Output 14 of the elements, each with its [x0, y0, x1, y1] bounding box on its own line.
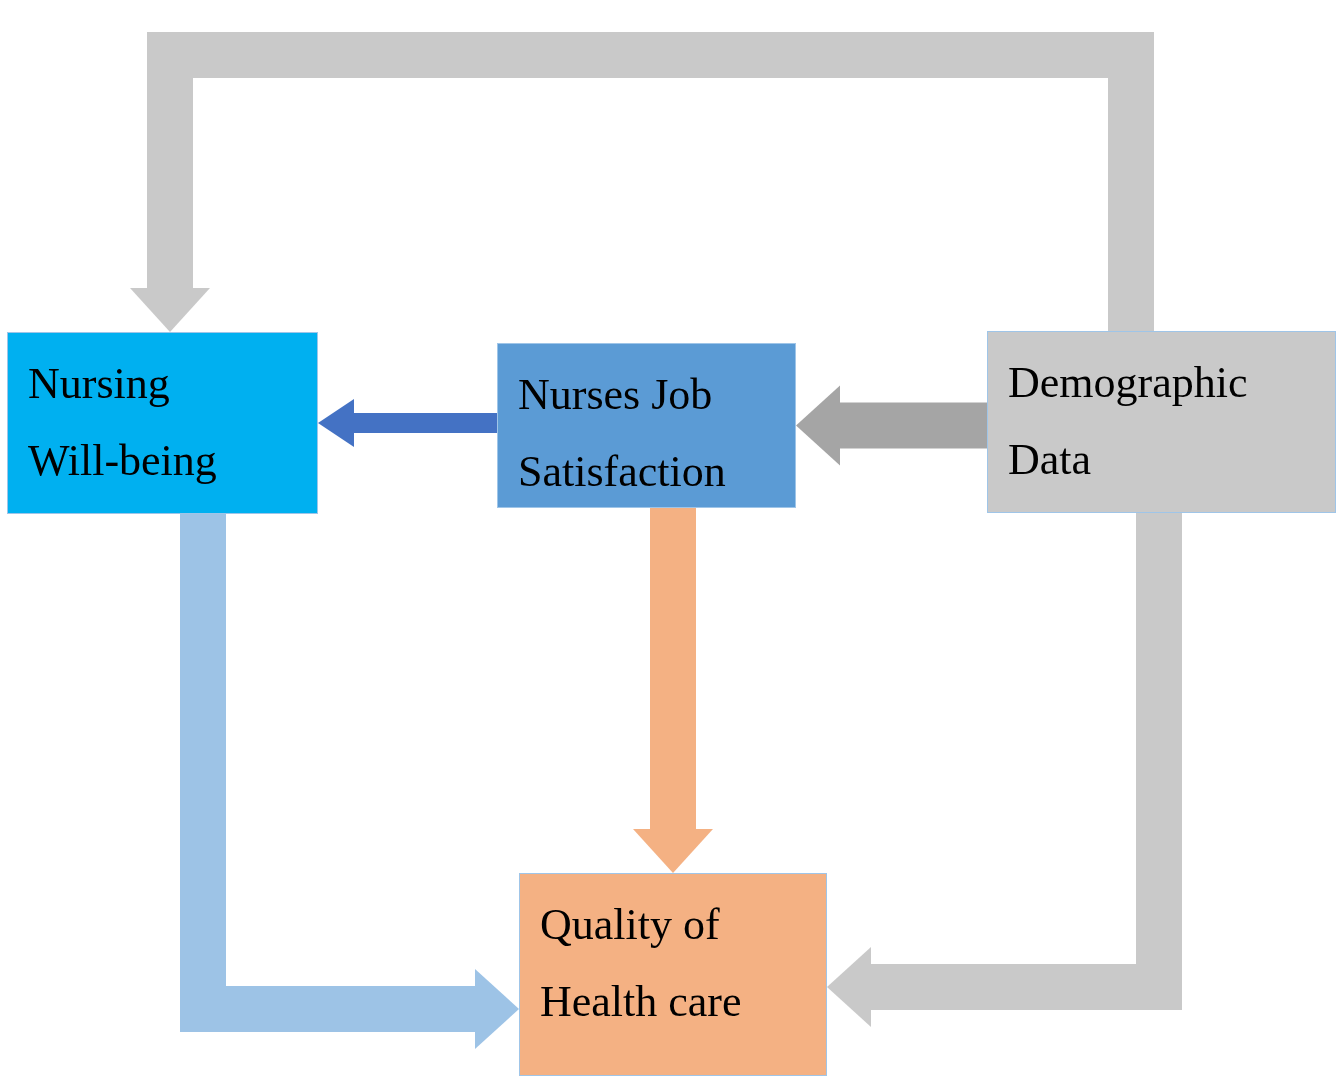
concept-box [497, 343, 796, 508]
concept-box [7, 332, 318, 514]
box-label: Demographic Data [1008, 357, 1249, 486]
block-arrow [130, 32, 1154, 332]
box-label: Nursing Will-being [28, 358, 218, 487]
block-arrow [796, 385, 987, 466]
concept-box [519, 873, 827, 1076]
block-arrow [180, 514, 519, 1049]
concept-box [987, 331, 1336, 513]
block-arrow [827, 513, 1182, 1027]
block-arrow [318, 399, 497, 447]
box-label: Quality of Health care [540, 899, 743, 1028]
block-arrow [633, 508, 713, 873]
box-label: Nurses Job Satisfaction [518, 369, 727, 498]
